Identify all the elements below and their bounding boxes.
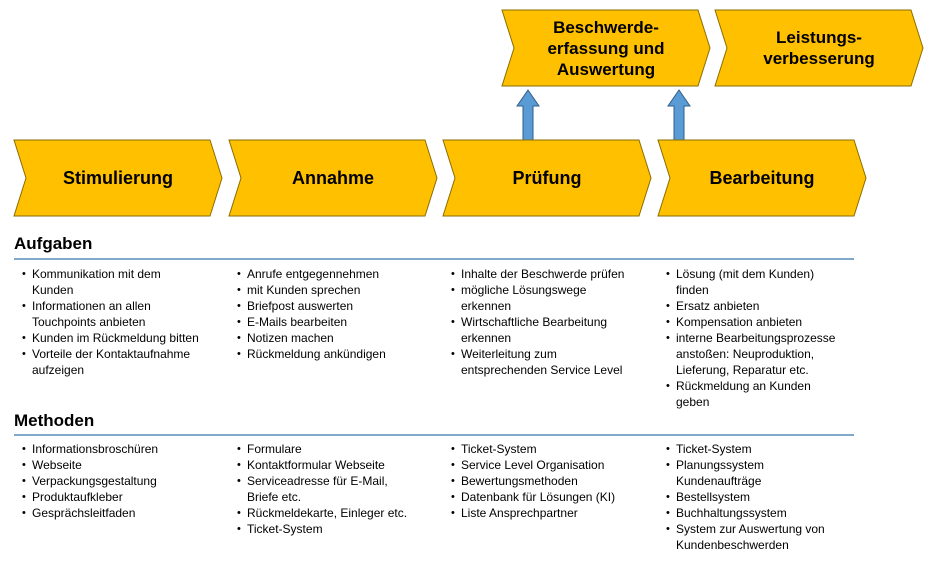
list-item: Briefpost auswerten (237, 298, 437, 314)
list-item: Wirtschaftliche Bearbeitung erkennen (451, 314, 651, 346)
section-title-aufgaben: Aufgaben (14, 234, 93, 253)
methoden-column-bearbeitung: Ticket-SystemPlanungssystem Kundenaufträ… (666, 441, 866, 553)
list-item: Kunden im Rückmeldung bitten (22, 330, 222, 346)
list-item: Inhalte der Beschwerde prüfen (451, 266, 651, 282)
list-item: Formulare (237, 441, 437, 457)
section-divider-methoden (14, 434, 854, 436)
list-item: System zur Auswertung von Kundenbeschwer… (666, 521, 866, 553)
list-item: Bestellsystem (666, 489, 866, 505)
list-item: E-Mails bearbeiten (237, 314, 437, 330)
list-item: Ticket-System (237, 521, 437, 537)
list-item: Produktaufkleber (22, 489, 222, 505)
list-item: Weiterleitung zum entsprechenden Service… (451, 346, 651, 378)
aufgaben-column-bearbeitung: Lösung (mit dem Kunden) findenErsatz anb… (666, 266, 866, 410)
list-item: Vorteile der Kontaktaufnahme aufzeigen (22, 346, 222, 378)
list-item: mögliche Lösungswege erkennen (451, 282, 651, 314)
chevron-bearbeitung (657, 139, 867, 217)
aufgaben-column-stimulierung: Kommunikation mit dem KundenInformatione… (22, 266, 222, 378)
chevron-leistungsverbesserung (714, 9, 924, 87)
list-item: Informationsbroschüren (22, 441, 222, 457)
methoden-column-annahme: FormulareKontaktformular WebseiteService… (237, 441, 437, 537)
arrow-up-pruefung-icon (516, 89, 540, 141)
list-item: Service Level Organisation (451, 457, 651, 473)
list-item: Bewertungsmethoden (451, 473, 651, 489)
list-item: Lösung (mit dem Kunden) finden (666, 266, 866, 298)
list-item: Webseite (22, 457, 222, 473)
methoden-column-stimulierung: InformationsbroschürenWebseiteVerpackung… (22, 441, 222, 521)
list-item: Verpackungsgestaltung (22, 473, 222, 489)
chevron-annahme (228, 139, 438, 217)
list-item: Ticket-System (666, 441, 866, 457)
list-item: Notizen machen (237, 330, 437, 346)
list-item: Ersatz anbieten (666, 298, 866, 314)
list-item: Gesprächsleitfaden (22, 505, 222, 521)
list-item: Datenbank für Lösungen (KI) (451, 489, 651, 505)
arrow-up-bearbeitung-icon (667, 89, 691, 141)
list-item: Rückmeldung ankündigen (237, 346, 437, 362)
chevron-stimulierung (13, 139, 223, 217)
list-item: interne Bearbeitungsprozesse anstoßen: N… (666, 330, 866, 378)
list-item: Planungssystem Kundenaufträge (666, 457, 866, 489)
section-divider-aufgaben (14, 258, 854, 260)
section-title-methoden: Methoden (14, 411, 95, 430)
list-item: Kommunikation mit dem Kunden (22, 266, 222, 298)
aufgaben-column-annahme: Anrufe entgegennehmenmit Kunden sprechen… (237, 266, 437, 362)
list-item: Kompensation anbieten (666, 314, 866, 330)
list-item: Rückmeldung an Kunden geben (666, 378, 866, 410)
aufgaben-column-pruefung: Inhalte der Beschwerde prüfenmögliche Lö… (451, 266, 651, 378)
list-item: Buchhaltungssystem (666, 505, 866, 521)
list-item: Liste Ansprechpartner (451, 505, 651, 521)
list-item: Anrufe entgegennehmen (237, 266, 437, 282)
list-item: mit Kunden sprechen (237, 282, 437, 298)
methoden-column-pruefung: Ticket-SystemService Level OrganisationB… (451, 441, 651, 521)
list-item: Ticket-System (451, 441, 651, 457)
list-item: Rückmeldekarte, Einleger etc. (237, 505, 437, 521)
chevron-pruefung (442, 139, 652, 217)
list-item: Informationen an allen Touchpoints anbie… (22, 298, 222, 330)
chevron-beschwerdeerfassung (501, 9, 711, 87)
list-item: Serviceadresse für E-Mail, Briefe etc. (237, 473, 437, 505)
list-item: Kontaktformular Webseite (237, 457, 437, 473)
